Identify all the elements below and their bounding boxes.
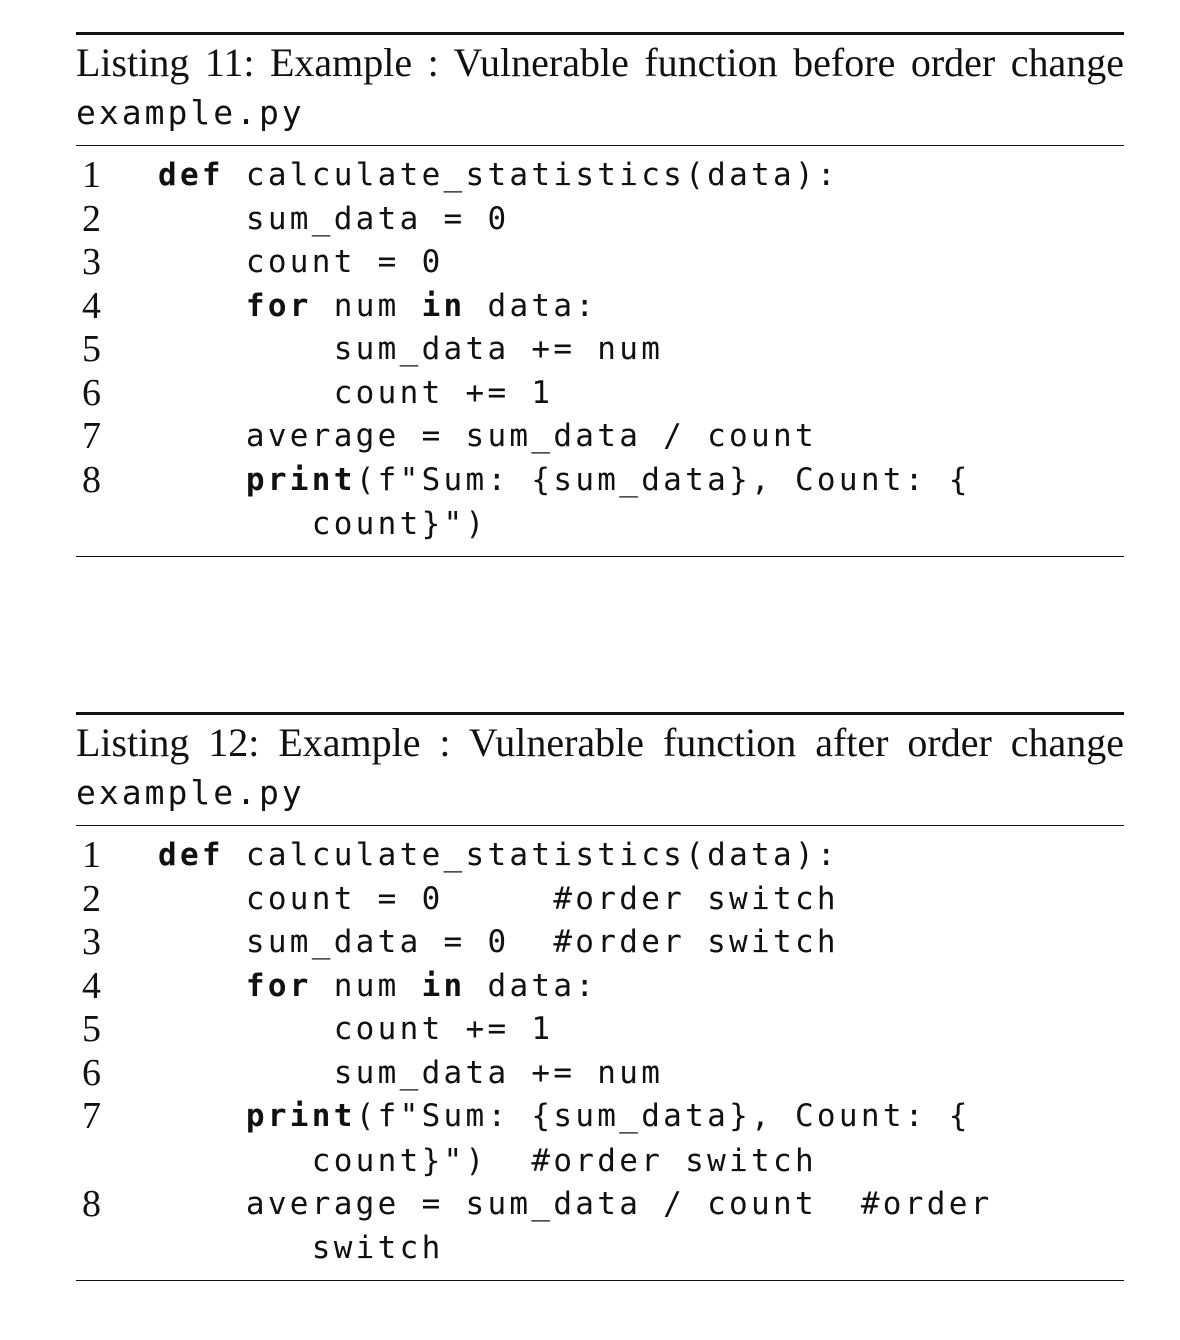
- code-token: calculate_statistics(data):: [223, 157, 839, 193]
- code-token: average = sum_data / count: [158, 418, 817, 454]
- bottom-rule: [76, 1280, 1124, 1281]
- code-line: 4 for num in data:: [76, 965, 1124, 1009]
- code-text: print(f"Sum: {sum_data}, Count: {: [158, 459, 1124, 503]
- code-token: sum_data = 0 #order switch: [158, 924, 839, 960]
- code-line: 8 average = sum_data / count #order swit…: [76, 1183, 1124, 1271]
- keyword-token: def: [158, 157, 224, 193]
- line-number: 4: [82, 964, 101, 1007]
- line-number: 2: [82, 877, 101, 920]
- code-continuation: count}") #order switch: [158, 1142, 817, 1179]
- line-number: 7: [82, 1095, 101, 1137]
- code-continuation: count}"): [158, 506, 488, 542]
- caption-text: Listing 12: Example : Vulnerable functio…: [76, 720, 1124, 765]
- code-token: [158, 288, 246, 324]
- code-token: data:: [465, 287, 598, 324]
- line-number: 7: [82, 415, 101, 457]
- code-line: 6 sum_data += num: [76, 1052, 1124, 1096]
- line-number: 2: [82, 197, 101, 240]
- keyword-token: def: [158, 837, 224, 873]
- caption-rule: [76, 145, 1124, 146]
- line-number: 5: [82, 1008, 101, 1050]
- code-token: sum_data = 0: [158, 200, 510, 237]
- code-text: for num in data:: [158, 285, 1124, 329]
- code-line: 6 count += 1: [76, 372, 1124, 416]
- top-rule: [76, 32, 1124, 35]
- code-text: count = 0 #order switch: [158, 878, 1124, 922]
- code-text: sum_data += num: [158, 328, 1124, 372]
- code-text: count += 1: [158, 1008, 1124, 1052]
- line-number: 6: [82, 371, 101, 414]
- code-token: sum_data += num: [158, 331, 664, 367]
- caption-text: Listing 11: Example : Vulnerable functio…: [76, 40, 1124, 85]
- caption-filename: example.py: [76, 773, 305, 812]
- line-number: 3: [82, 241, 101, 283]
- code-text: average = sum_data / count #order: [158, 1183, 1124, 1227]
- code-token: num: [311, 287, 422, 324]
- code-text: sum_data += num: [158, 1052, 1124, 1096]
- code-token: count += 1: [158, 374, 554, 411]
- listing-11: Listing 11: Example : Vulnerable functio…: [76, 32, 1124, 557]
- code-token: num: [311, 967, 422, 1004]
- code-line: 4 for num in data:: [76, 285, 1124, 329]
- keyword-token: in: [421, 287, 466, 324]
- code-token: [158, 1098, 246, 1134]
- code-text: count = 0: [158, 241, 1124, 285]
- code-line: 8 print(f"Sum: {sum_data}, Count: { coun…: [76, 459, 1124, 547]
- line-number: 4: [82, 284, 101, 327]
- code-line: 5 sum_data += num: [76, 328, 1124, 372]
- listing-caption: Listing 11: Example : Vulnerable functio…: [76, 39, 1124, 137]
- code-line: 1 def calculate_statistics(data):: [76, 154, 1124, 198]
- line-number: 8: [82, 458, 101, 501]
- code-text: print(f"Sum: {sum_data}, Count: {: [158, 1095, 1124, 1139]
- code-text: def calculate_statistics(data):: [158, 154, 1124, 198]
- keyword-token: print: [245, 1098, 356, 1134]
- code-token: data:: [465, 967, 598, 1004]
- line-number: 1: [82, 834, 101, 876]
- code-text: average = sum_data / count: [158, 415, 1124, 459]
- code-line: 7 average = sum_data / count: [76, 415, 1124, 459]
- code-token: (f"Sum: {sum_data}, Count: {: [355, 461, 971, 498]
- code-line: 5 count += 1: [76, 1008, 1124, 1052]
- code-line: 2 sum_data = 0: [76, 198, 1124, 242]
- code-text: sum_data = 0: [158, 198, 1124, 242]
- caption-rule: [76, 825, 1124, 826]
- code-line: 3 count = 0: [76, 241, 1124, 285]
- code-line: 3 sum_data = 0 #order switch: [76, 921, 1124, 965]
- top-rule: [76, 712, 1124, 715]
- line-number: 1: [82, 154, 101, 196]
- keyword-token: for: [245, 287, 312, 324]
- keyword-token: print: [245, 461, 356, 498]
- line-number: 8: [82, 1182, 101, 1225]
- code-token: count = 0: [158, 244, 444, 280]
- code-token: count += 1: [158, 1011, 554, 1047]
- code-line: 7 print(f"Sum: {sum_data}, Count: { coun…: [76, 1095, 1124, 1183]
- code-token: [158, 462, 246, 498]
- listing-caption: Listing 12: Example : Vulnerable functio…: [76, 719, 1124, 817]
- code-line: 1 def calculate_statistics(data):: [76, 834, 1124, 878]
- keyword-token: in: [421, 967, 466, 1004]
- caption-filename: example.py: [76, 93, 305, 132]
- code-text: for num in data:: [158, 965, 1124, 1009]
- code-token: count = 0 #order switch: [158, 880, 839, 917]
- listing-12: Listing 12: Example : Vulnerable functio…: [76, 712, 1124, 1281]
- code-token: (f"Sum: {sum_data}, Count: {: [355, 1098, 971, 1134]
- code-token: [158, 968, 246, 1004]
- code-text: count += 1: [158, 372, 1124, 416]
- code-text: sum_data = 0 #order switch: [158, 921, 1124, 965]
- code-text: def calculate_statistics(data):: [158, 834, 1124, 878]
- code-token: calculate_statistics(data):: [223, 837, 839, 873]
- line-number: 5: [82, 328, 101, 370]
- bottom-rule: [76, 556, 1124, 557]
- code-line: 2 count = 0 #order switch: [76, 878, 1124, 922]
- code-continuation: switch: [158, 1230, 444, 1266]
- line-number: 6: [82, 1051, 101, 1094]
- code-token: sum_data += num: [158, 1054, 664, 1091]
- code-token: average = sum_data / count #order: [158, 1185, 993, 1222]
- keyword-token: for: [245, 967, 312, 1004]
- line-number: 3: [82, 921, 101, 963]
